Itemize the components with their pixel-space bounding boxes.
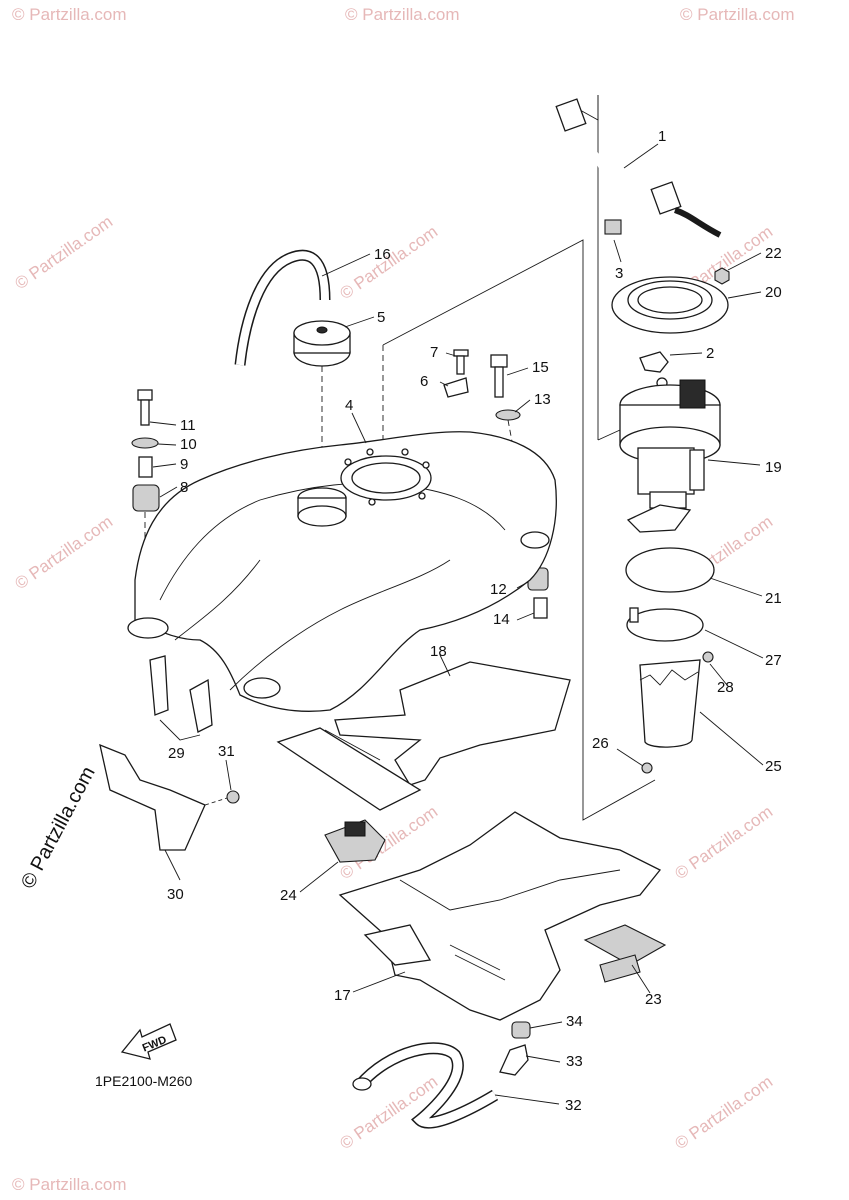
nut-part-22 — [714, 267, 730, 285]
screw-part-26 — [641, 762, 653, 774]
callout-32: 32 — [565, 1097, 582, 1114]
band-part-27 — [626, 607, 704, 642]
fuel-tank-part-4 — [127, 431, 557, 712]
callout-20: 20 — [765, 284, 782, 301]
callout-33: 33 — [566, 1053, 583, 1070]
callout-15: 15 — [532, 359, 549, 376]
leader-lines — [149, 143, 764, 1105]
callout-28: 28 — [717, 679, 734, 696]
filter-cover-part-25 — [639, 659, 701, 748]
watermark-text: © Partzilla.com — [671, 1072, 776, 1153]
washer-part-13 — [495, 409, 521, 421]
callout-13: 13 — [534, 391, 551, 408]
grommet-part-34 — [511, 1021, 531, 1039]
callout-31: 31 — [218, 743, 235, 760]
relay-part-24 — [324, 819, 386, 863]
grommet-part-3 — [604, 219, 622, 235]
diagram-code: 1PE2100-M260 — [95, 1073, 193, 1089]
clip-part-31 — [204, 790, 240, 806]
breather-hose-part-16 — [234, 249, 331, 366]
forward-direction-arrow-icon: FWD — [120, 1023, 177, 1060]
screw-part-7 — [453, 349, 469, 375]
watermark-text: © Partzilla.com — [12, 1175, 127, 1194]
watermark-text: © Partzilla.com — [11, 212, 116, 293]
callout-19: 19 — [765, 459, 782, 476]
bracket-part-6 — [443, 377, 469, 398]
callout-34: 34 — [566, 1013, 583, 1030]
drain-hose-part-32 — [352, 1042, 499, 1129]
fuel-cap-part-5 — [293, 320, 351, 367]
seal-ring-part-21 — [625, 547, 715, 593]
watermark-text: © Partzilla.com — [12, 5, 127, 24]
heat-shield-part-30 — [99, 743, 206, 851]
screw-part-28 — [702, 651, 714, 663]
connector-part-23 — [583, 924, 667, 983]
callout-7: 7 — [430, 344, 438, 361]
sheet-part-18 — [276, 661, 571, 811]
callout-8: 8 — [180, 479, 188, 496]
callout-30: 30 — [167, 886, 184, 903]
callout-27: 27 — [765, 652, 782, 669]
watermark-text: © Partzilla.com — [11, 512, 116, 593]
fuel-pump-part-19 — [619, 379, 721, 533]
callout-22: 22 — [765, 245, 782, 262]
callout-5: 5 — [377, 309, 385, 326]
watermark-text: © Partzilla.com — [671, 802, 776, 883]
callout-9: 9 — [180, 456, 188, 473]
callout-10: 10 — [180, 436, 197, 453]
fuel-hose-assembly-part — [555, 98, 722, 254]
callout-25: 25 — [765, 758, 782, 775]
copyright-text: © Partzilla.com — [17, 763, 100, 892]
pad-part-29 — [149, 655, 213, 741]
callout-labels: 1 2 3 4 5 6 7 8 9 10 11 12 13 14 15 16 1… — [167, 128, 782, 1114]
washer-part-10 — [131, 437, 159, 449]
elbow-joint-part-33 — [499, 1044, 529, 1076]
callout-2: 2 — [706, 345, 714, 362]
watermark-text: © Partzilla.com — [345, 5, 460, 24]
callout-17: 17 — [334, 987, 351, 1004]
callout-12: 12 — [490, 581, 507, 598]
pump-plate-part-20 — [611, 276, 729, 334]
callout-16: 16 — [374, 246, 391, 263]
callout-6: 6 — [420, 373, 428, 390]
callout-23: 23 — [645, 991, 662, 1008]
bolt-part-11 — [137, 389, 153, 426]
damper-part-8 — [132, 484, 160, 512]
callout-21: 21 — [765, 590, 782, 607]
callout-11: 11 — [180, 417, 196, 434]
collar-part-14 — [533, 597, 548, 619]
clip-part-2 — [639, 351, 669, 389]
assembly-frame-lines — [382, 95, 656, 821]
callout-14: 14 — [493, 611, 510, 628]
callout-1: 1 — [658, 128, 666, 145]
callout-3: 3 — [615, 265, 623, 282]
callout-18: 18 — [430, 643, 447, 660]
callout-4: 4 — [345, 397, 353, 414]
callout-24: 24 — [280, 887, 297, 904]
bolt-part-15 — [490, 354, 508, 398]
callout-29: 29 — [168, 745, 185, 762]
callout-26: 26 — [592, 735, 609, 752]
watermark-text: © Partzilla.com — [680, 5, 795, 24]
collar-part-9 — [138, 456, 153, 478]
undertray-part-17 — [338, 811, 662, 1021]
